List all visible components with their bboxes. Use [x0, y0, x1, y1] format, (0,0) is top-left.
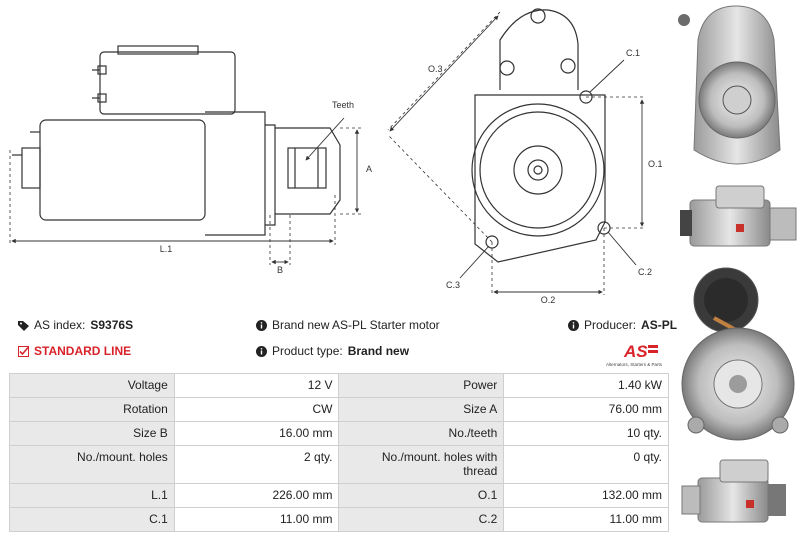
info-icon — [568, 319, 579, 331]
as-index: AS index: S9376S — [18, 318, 133, 332]
label-o2: O.2 — [541, 295, 556, 305]
photo-rear — [681, 267, 795, 441]
spec-value: 76.00 mm — [503, 397, 669, 422]
product-photos — [676, 0, 800, 539]
photo-side — [680, 185, 797, 247]
tag-icon — [18, 320, 29, 331]
spec-value: CW — [173, 397, 340, 422]
label-c2: C.2 — [638, 267, 652, 277]
spec-key: Size A — [338, 397, 505, 422]
label-o3: O.3 — [428, 64, 443, 74]
producer: Producer: AS-PL — [568, 318, 677, 332]
label-a: A — [366, 164, 372, 174]
product-type-value: Brand new — [347, 344, 410, 358]
label-o1: O.1 — [648, 159, 663, 169]
label-teeth: Teeth — [332, 100, 354, 110]
standard-line: STANDARD LINE — [18, 344, 131, 358]
spec-value: 1.40 kW — [503, 373, 669, 398]
spec-value: 12 V — [173, 373, 340, 398]
spec-value: 10 qty. — [503, 421, 669, 446]
as-pl-logo: AS Alternators, Starters & Parts — [600, 340, 670, 370]
label-c1: C.1 — [626, 48, 640, 58]
technical-drawings: L.1 A B Teeth — [0, 0, 670, 305]
photo-side-2 — [681, 459, 786, 523]
label-l1: L.1 — [160, 244, 173, 254]
spec-key: Voltage — [9, 373, 175, 398]
spec-key: No./mount. holes with thread — [338, 445, 505, 484]
spec-value: 11.00 mm — [503, 507, 669, 532]
info-icon — [256, 345, 267, 357]
as-index-label: AS index: — [34, 318, 86, 332]
producer-value: AS-PL — [641, 318, 678, 332]
spec-key: Size B — [9, 421, 175, 446]
as-index-value: S9376S — [90, 318, 134, 332]
product-type-label: Product type: — [272, 344, 343, 358]
label-c3: C.3 — [446, 280, 460, 290]
spec-value: 132.00 mm — [503, 483, 669, 508]
spec-key: C.2 — [338, 507, 505, 532]
logo-text: AS — [623, 342, 648, 361]
spec-value: 16.00 mm — [173, 421, 340, 446]
spec-key: O.1 — [338, 483, 505, 508]
label-b: B — [277, 265, 283, 275]
description-text: Brand new AS-PL Starter motor — [272, 318, 440, 332]
spec-value: 226.00 mm — [173, 483, 340, 508]
spec-key: No./mount. holes — [9, 445, 175, 484]
product-photo-column — [678, 5, 797, 523]
spec-value: 11.00 mm — [173, 507, 340, 532]
side-view — [12, 45, 341, 236]
spec-key: C.1 — [9, 507, 175, 532]
info-icon — [256, 319, 267, 331]
producer-label: Producer: — [584, 318, 637, 332]
product-type: Product type: Brand new — [256, 344, 409, 358]
checkbox-icon — [18, 345, 29, 357]
standard-line-label: STANDARD LINE — [34, 344, 132, 358]
photo-front — [678, 5, 781, 165]
spec-key: L.1 — [9, 483, 175, 508]
spec-key: Rotation — [9, 397, 175, 422]
dimension-drawing: L.1 A B Teeth — [9, 8, 663, 305]
front-view — [471, 8, 611, 263]
spec-key: Power — [338, 373, 505, 398]
spec-key: No./teeth — [338, 421, 505, 446]
spec-value: 0 qty. — [503, 445, 669, 484]
description: Brand new AS-PL Starter motor — [256, 318, 440, 332]
spec-value: 2 qty. — [173, 445, 340, 484]
logo-tagline: Alternators, Starters & Parts — [606, 362, 663, 367]
